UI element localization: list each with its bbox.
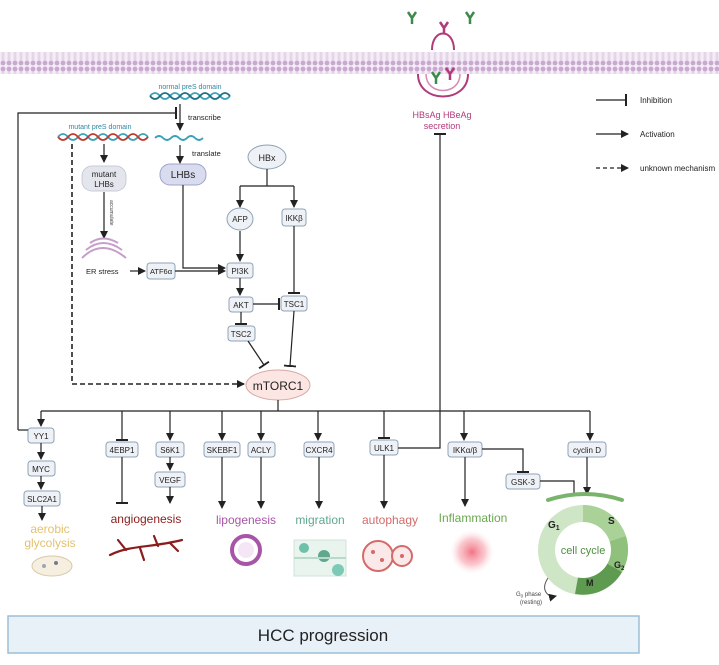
er-icon [81, 237, 127, 259]
tsc1-label: TSC1 [284, 300, 305, 309]
normal-prs-domain-label: normal preS domain [158, 84, 221, 91]
secretion-label-2: secretion [424, 121, 461, 131]
migration-label: migration [295, 513, 344, 527]
ikkb-label: IKKβ [285, 214, 303, 223]
inflammation-glow-icon [450, 530, 494, 574]
mutant-lhbs-node [81, 165, 127, 192]
glycolysis-dot [54, 561, 58, 565]
legend-unknown-label: unknown mechanism [640, 164, 715, 173]
hcc-progression-title: HCC progression [258, 626, 388, 645]
ikkab-inhibits-gsk3 [482, 448, 529, 473]
tsc2-node [227, 325, 256, 342]
aerobic-label-2: glycolysis [24, 536, 75, 550]
translate-label: translate [192, 149, 221, 158]
yy1-label: YY1 [33, 432, 49, 441]
secretion-label-1: HBsAg HBeAg [412, 110, 471, 120]
ulk1-inhibits-secretion [398, 133, 446, 449]
tsc2-label: TSC2 [231, 330, 252, 339]
cell-cycle-icon [538, 492, 629, 595]
m-phase-label: M [586, 578, 594, 588]
myc-label: MYC [32, 465, 50, 474]
gsk3-label: GSK-3 [511, 478, 536, 487]
autophagosome-icon [362, 540, 413, 572]
cyclind-label: cyclin D [573, 446, 601, 455]
mrna-strand [154, 135, 204, 141]
gsk3-inhibits-cellcycle [540, 480, 580, 496]
legend: Inhibition Activation unknown mechanism [596, 94, 715, 173]
antibody-icons [406, 11, 476, 84]
lhbs-label: LHBs [171, 170, 195, 181]
normal-dna-icon [149, 92, 231, 100]
migration-cells-icon [293, 539, 347, 577]
legend-activation-label: Activation [640, 130, 675, 139]
afp-node [226, 207, 254, 231]
transcribe-label: transcribe [188, 113, 221, 122]
slc2a1-label: SLC2A1 [27, 495, 57, 504]
glycolysis-dot [42, 564, 46, 568]
cell-membrane [0, 32, 719, 98]
g0-resting-label: (resting) [520, 600, 542, 606]
cell-cycle-label: cell cycle [561, 545, 606, 557]
cxcr4-label: CXCR4 [305, 446, 333, 455]
skebf1-label: SKEBF1 [207, 446, 238, 455]
blood-vessel-icon [108, 534, 184, 562]
ikkab-label: IKKα/β [453, 446, 478, 455]
mutant-lhbs-label-1: mutant [92, 170, 117, 179]
hcc-progression-banner [7, 615, 640, 654]
acly-label: ACLY [251, 446, 272, 455]
g0-phase-label: G0 phase [516, 592, 542, 599]
ulk1-label: ULK1 [374, 444, 395, 453]
g0-arrow [544, 577, 557, 602]
aerobic-label-1: aerobic [30, 522, 69, 536]
vegf-label: VEGF [159, 476, 181, 485]
mtorc1-label: mTORC1 [253, 379, 304, 393]
pi3k-label: PI3K [231, 267, 249, 276]
akt-label: AKT [233, 301, 249, 310]
mutant-dna-icon [57, 133, 149, 141]
4ebp1-label: 4EBP1 [110, 446, 135, 455]
lipid-droplet-core [238, 542, 254, 558]
g2-label: G2 [614, 560, 625, 572]
legend-inhibition-label: Inhibition [640, 96, 672, 105]
glycolysis-cell-icon [31, 555, 73, 577]
hbx-label: HBx [258, 153, 276, 163]
accumulate-label: accumulate [108, 200, 114, 226]
tsc2-inhibits-mtorc1 [247, 340, 270, 370]
inflammation-label: Inflammation [439, 511, 508, 525]
afp-label: AFP [232, 215, 248, 224]
lipogenesis-label: lipogenesis [216, 513, 276, 527]
angiogenesis-label: angiogenesis [111, 512, 182, 526]
s6k1-label: S6K1 [160, 446, 180, 455]
atf6a-label: ATF6α [150, 267, 173, 276]
lhbs-to-pi3k [182, 185, 226, 272]
yy1-inhibits-transcribe [17, 107, 177, 430]
g1-label: G1 [548, 520, 560, 532]
tsc1-inhibits-mtorc1 [283, 310, 297, 368]
mutant-prs-domain-label: mutant preS domain [68, 124, 131, 131]
mutant-unknown-path [71, 144, 245, 388]
autophagy-label: autophagy [362, 513, 418, 527]
lipid-droplet-icon [230, 534, 262, 566]
er-stress-label: ER stress [86, 267, 119, 276]
s-phase-label: S [608, 516, 615, 527]
mutant-lhbs-label-2: LHBs [94, 180, 114, 189]
